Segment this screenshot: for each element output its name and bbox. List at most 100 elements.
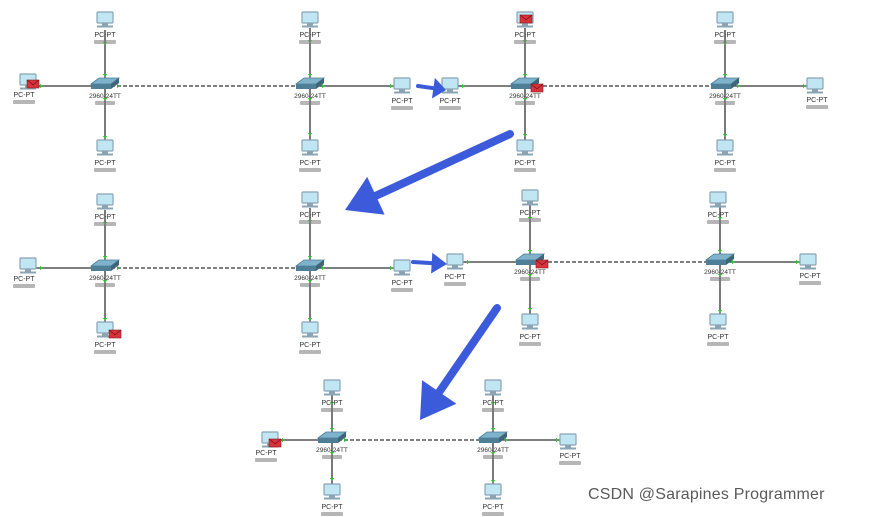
access-link: [493, 437, 568, 443]
pc-type-label: PC-PT: [800, 273, 822, 280]
pc-type-label: PC-PT: [483, 400, 505, 407]
pc-name-label: [714, 168, 736, 172]
pc-type-label: PC-PT: [95, 214, 117, 221]
pc-node[interactable]: PC-PT: [444, 253, 466, 286]
pc-type-label: PC-PT: [322, 400, 344, 407]
arrow-icon: [420, 304, 501, 420]
pc-type-label: PC-PT: [560, 453, 582, 460]
link-status-indicator: [390, 265, 393, 271]
access-link: [310, 83, 402, 89]
pc-type-label: PC-PT: [300, 32, 322, 39]
pc-name-label: [482, 512, 504, 516]
pc-node[interactable]: PC-PT: [559, 433, 582, 465]
trunk-link: [530, 259, 720, 265]
pc-node[interactable]: PC-PT: [299, 11, 322, 44]
switch-name-label: [710, 277, 730, 281]
switch-model-label: 2960-24TT: [704, 269, 736, 276]
pc-node[interactable]: PC-PT: [255, 431, 282, 462]
pc-icon: [484, 379, 502, 396]
pc-icon: [716, 11, 734, 28]
link-status-indicator: [462, 83, 465, 89]
pc-node[interactable]: PC-PT: [514, 139, 537, 172]
pc-node[interactable]: PC-PT: [94, 321, 122, 354]
switch-node[interactable]: 2960-24TT: [89, 77, 121, 105]
pc-icon: [96, 11, 114, 28]
link-status-indicator: [803, 83, 806, 89]
switch-node[interactable]: 2960-24TT: [709, 77, 741, 105]
pc-name-label: [514, 168, 536, 172]
trunk-link: [525, 83, 725, 89]
pc-name-label: [482, 408, 504, 412]
pc-name-label: [707, 342, 729, 346]
switch-name-label: [95, 101, 115, 105]
pc-node[interactable]: PC-PT: [13, 73, 40, 104]
pc-node[interactable]: PC-PT: [299, 191, 322, 224]
switch-node[interactable]: 2960-24TT: [704, 253, 736, 281]
access-link: [722, 86, 728, 146]
pc-node[interactable]: PC-PT: [94, 193, 117, 226]
pc-node[interactable]: PC-PT: [299, 321, 321, 354]
link-status-indicator: [329, 478, 335, 481]
pc-type-label: PC-PT: [300, 212, 322, 219]
pc-node[interactable]: PC-PT: [714, 11, 736, 44]
pc-node[interactable]: PC-PT: [514, 11, 536, 44]
switch-model-label: 2960-24TT: [514, 269, 546, 276]
trunk-link: [105, 265, 310, 271]
pc-node[interactable]: PC-PT: [13, 257, 37, 288]
pc-name-label: [806, 105, 828, 109]
switch-node[interactable]: 2960-24TT: [477, 431, 509, 459]
link-status-indicator: [322, 265, 325, 271]
switch-node[interactable]: 2960-24TT: [294, 259, 326, 287]
pc-node[interactable]: PC-PT: [482, 379, 505, 412]
link-status-indicator: [527, 250, 533, 253]
pc-node[interactable]: PC-PT: [519, 313, 541, 346]
pc-node[interactable]: PC-PT: [519, 189, 542, 222]
pc-type-label: PC-PT: [520, 210, 542, 217]
switch-node[interactable]: 2960-24TT: [294, 77, 326, 105]
switch-node[interactable]: 2960-24TT: [89, 259, 121, 287]
pc-name-label: [714, 40, 736, 44]
link-status-indicator: [717, 217, 723, 220]
pc-type-label: PC-PT: [515, 160, 537, 167]
access-link: [307, 268, 313, 330]
pc-node[interactable]: PC-PT: [806, 77, 828, 109]
switch-node[interactable]: 2960-24TT: [316, 431, 348, 459]
pc-node[interactable]: PC-PT: [799, 253, 822, 285]
pc-node[interactable]: PC-PT: [707, 313, 729, 346]
pc-type-label: PC-PT: [708, 212, 730, 219]
switch-icon: [704, 253, 736, 265]
switch-node[interactable]: 2960-24TT: [514, 253, 549, 281]
switch-node[interactable]: 2960-24TT: [509, 77, 544, 105]
link-status-indicator: [102, 256, 108, 259]
pc-node[interactable]: PC-PT: [439, 77, 461, 110]
pc-node[interactable]: PC-PT: [94, 139, 116, 172]
arrows-layer: [345, 77, 514, 420]
pc-node[interactable]: PC-PT: [299, 139, 321, 172]
pc-icon: [96, 193, 114, 210]
link-status-indicator: [102, 318, 108, 321]
link-status-indicator: [344, 437, 347, 443]
pc-icon: [521, 189, 539, 206]
pc-node[interactable]: PC-PT: [707, 191, 730, 224]
pc-name-label: [94, 40, 116, 44]
switch-model-label: 2960-24TT: [509, 93, 541, 100]
pc-name-label: [299, 168, 321, 172]
pc-name-label: [391, 106, 413, 110]
pc-node[interactable]: PC-PT: [321, 379, 344, 412]
pc-type-label: PC-PT: [95, 342, 117, 349]
switch-model-label: 2960-24TT: [89, 93, 121, 100]
switch-name-label: [515, 101, 535, 105]
watermark: CSDN @Sarapines Programmer: [588, 486, 825, 503]
access-link: [717, 262, 723, 322]
pc-node[interactable]: PC-PT: [94, 11, 116, 44]
pc-node[interactable]: PC-PT: [391, 259, 413, 292]
pc-node[interactable]: PC-PT: [482, 483, 504, 516]
link-status-indicator: [307, 74, 313, 77]
pc-name-label: [299, 40, 321, 44]
pc-node[interactable]: PC-PT: [391, 77, 413, 110]
pc-type-label: PC-PT: [14, 276, 36, 283]
access-link: [725, 83, 815, 89]
pc-node[interactable]: PC-PT: [321, 483, 343, 516]
pc-type-label: PC-PT: [715, 160, 737, 167]
pc-node[interactable]: PC-PT: [714, 139, 737, 172]
